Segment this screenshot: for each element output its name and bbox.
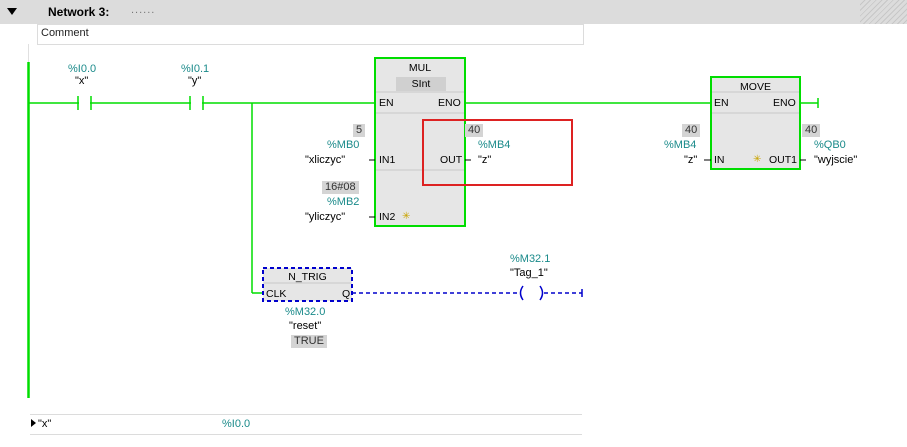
- move-out-address[interactable]: %QB0: [814, 139, 846, 151]
- ntrig-address[interactable]: %M32.0: [285, 306, 326, 318]
- move-eno-pin: ENO: [773, 97, 796, 109]
- contact-y-address[interactable]: %I0.1: [181, 63, 210, 75]
- ntrig-title[interactable]: N_TRIG: [288, 271, 327, 283]
- move-in-value: 40: [682, 124, 701, 137]
- mul-type[interactable]: SInt: [411, 78, 431, 90]
- mul-in1-name[interactable]: "xliczyc": [305, 154, 346, 166]
- coil-symbol[interactable]: [519, 285, 544, 301]
- move-in-name[interactable]: "z": [684, 154, 698, 166]
- tag-info-address: %I0.0: [222, 418, 251, 430]
- mul-in1-value: 5: [353, 124, 366, 137]
- mul-in1-pin: IN1: [379, 154, 396, 166]
- rail-top-segment: [28, 44, 29, 62]
- selection-highlight: [422, 119, 573, 186]
- mul-type-field: [396, 77, 446, 91]
- coil-address[interactable]: %M32.1: [510, 253, 551, 265]
- ntrig-clk-pin: CLK: [266, 288, 287, 300]
- mul-in2-address[interactable]: %MB2: [327, 196, 360, 208]
- mul-in1-address[interactable]: %MB0: [327, 139, 360, 151]
- expand-arrow-icon[interactable]: [31, 419, 36, 427]
- ntrig-box: [262, 267, 353, 302]
- ntrig-value: TRUE: [291, 335, 327, 348]
- network-comment[interactable]: Comment: [37, 24, 584, 45]
- header-hatch: [860, 0, 907, 24]
- ntrig-q-pin: Q: [342, 288, 351, 300]
- mul-in2-value: 16#08: [322, 181, 359, 194]
- move-in-pin: IN: [714, 154, 725, 166]
- comment-text: Comment: [41, 27, 89, 39]
- mul-title[interactable]: MUL: [408, 62, 432, 74]
- ntrig-name[interactable]: "reset": [289, 320, 322, 332]
- mul-out-value: 40: [465, 124, 484, 137]
- coil-name[interactable]: "Tag_1": [510, 267, 548, 279]
- mul-eno-pin: ENO: [438, 97, 461, 109]
- move-in-address[interactable]: %MB4: [664, 139, 697, 151]
- contact-x-name[interactable]: "x": [75, 75, 89, 87]
- network-title-dots[interactable]: ......: [131, 4, 156, 16]
- move-out-pin: OUT1: [769, 154, 798, 166]
- contact-x-symbol[interactable]: [77, 96, 92, 110]
- mul-en-pin: EN: [379, 97, 394, 109]
- contact-y-name[interactable]: "y": [188, 75, 202, 87]
- mul-in2-name[interactable]: "yliczyc": [305, 211, 346, 223]
- add-input-icon[interactable]: ✳: [402, 211, 411, 222]
- mul-in2-pin: IN2: [379, 211, 396, 223]
- add-output-icon[interactable]: ✳: [753, 154, 762, 165]
- network-header: Network 3: ......: [0, 0, 907, 24]
- contact-y-symbol[interactable]: [189, 96, 204, 110]
- contact-x-address[interactable]: %I0.0: [68, 63, 97, 75]
- tag-info-name: "x": [38, 418, 52, 430]
- move-en-pin: EN: [714, 97, 729, 109]
- mul-out-name[interactable]: "z": [478, 154, 492, 166]
- mul-out-address[interactable]: %MB4: [478, 139, 511, 151]
- collapse-triangle-icon[interactable]: [7, 8, 17, 15]
- network-title[interactable]: Network 3:: [48, 5, 110, 19]
- move-out-value: 40: [802, 124, 821, 137]
- mul-out-pin: OUT: [440, 154, 463, 166]
- move-title[interactable]: MOVE: [740, 81, 771, 93]
- tag-info-row[interactable]: "x" %I0.0: [30, 414, 582, 435]
- move-out-name[interactable]: "wyjscie": [814, 154, 858, 166]
